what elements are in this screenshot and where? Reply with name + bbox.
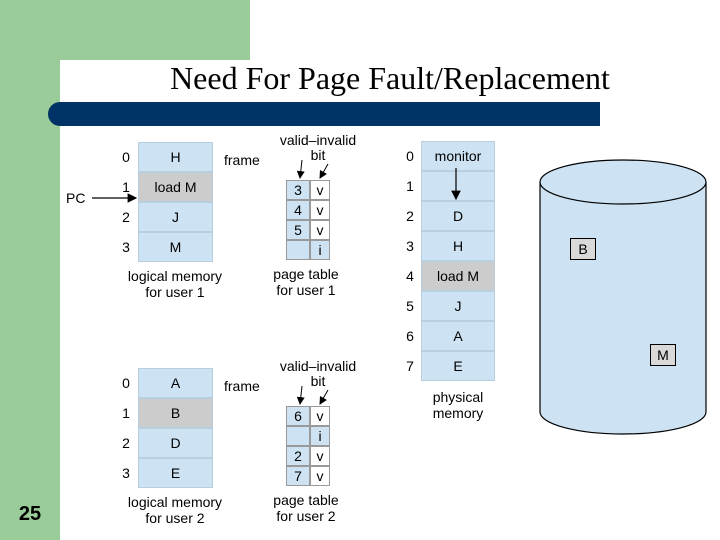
physical-frame-0: monitor [421,141,495,171]
disk-item-B: B [570,238,596,260]
user1-table-bit-0: v [310,180,330,200]
physical-frame-1 [421,171,495,201]
user2-table-bit-2: v [310,446,330,466]
user1-caption-line1: logical memory [127,268,223,284]
user2-page-1: B [138,398,213,428]
user2-page-2: D [138,428,213,458]
user2-table-frame-0: 6 [286,406,310,426]
user2-index-2: 2 [122,435,130,451]
user1-valid-label-line1: valid–invalid [279,132,357,148]
user1-table-bit-2: v [310,220,330,240]
user1-table-frame-1: 4 [286,200,310,220]
physical-caption-line2: memory [432,405,484,421]
physical-frame-2: D [421,201,495,231]
user2-valid-label-line2: bit [310,373,326,389]
user1-frame-label: frame [224,152,260,168]
physical-caption-line1: physical [432,389,484,405]
user2-index-1: 1 [122,405,130,421]
user2-page-3: E [138,458,213,488]
user2-frame-label: frame [224,378,260,394]
physical-index-1: 1 [406,178,414,194]
title-underline-bar [48,102,600,126]
user1-index-3: 3 [122,239,130,255]
user2-table-bit-0: v [310,406,330,426]
user1-page-2: J [138,202,213,232]
user1-table-frame-2: 5 [286,220,310,240]
user1-table-caption-line1: page table [273,266,339,282]
user2-table-caption-line2: for user 2 [276,508,336,524]
physical-frame-7: E [421,351,495,381]
user1-valid-label-line2: bit [310,147,326,163]
user1-page-0: H [138,142,213,172]
user1-table-caption-line2: for user 1 [276,282,336,298]
user1-table-bit-1: v [310,200,330,220]
user1-table-bit-3: i [310,240,330,260]
physical-index-7: 7 [406,358,414,374]
user2-caption-line1: logical memory [127,494,223,510]
user2-table-caption-line1: page table [273,492,339,508]
user2-table-frame-2: 2 [286,446,310,466]
user1-index-0: 0 [122,149,130,165]
physical-frame-5: J [421,291,495,321]
physical-index-5: 5 [406,298,414,314]
user2-table-bit-1: i [310,426,330,446]
user2-table-bit-3: v [310,466,330,486]
user2-table-frame-3: 7 [286,466,310,486]
physical-frame-4: load M [421,261,495,291]
user2-index-0: 0 [122,375,130,391]
user2-index-3: 3 [122,465,130,481]
slide-number: 25 [18,503,42,525]
physical-index-3: 3 [406,238,414,254]
user1-page-1: load M [138,172,213,202]
user2-caption-line2: for user 2 [145,510,205,526]
physical-index-2: 2 [406,208,414,224]
physical-frame-3: H [421,231,495,261]
user1-index-1: 1 [122,179,130,195]
physical-frame-6: A [421,321,495,351]
physical-index-6: 6 [406,328,414,344]
physical-index-4: 4 [406,268,414,284]
slide-title: Need For Page Fault/Replacement [170,60,610,96]
user2-valid-label-line1: valid–invalid [279,358,357,374]
disk-item-M: M [650,344,676,366]
user1-table-frame-0: 3 [286,180,310,200]
user1-caption-line2: for user 1 [145,284,205,300]
user1-table-frame-3 [286,240,310,260]
user2-page-0: A [138,368,213,398]
user2-table-frame-1 [286,426,310,446]
green-header-block [0,0,250,60]
green-left-stripe [0,60,60,540]
physical-index-0: 0 [406,148,414,164]
user1-page-3: M [138,232,213,262]
user1-index-2: 2 [122,209,130,225]
pc-label: PC [66,190,86,206]
